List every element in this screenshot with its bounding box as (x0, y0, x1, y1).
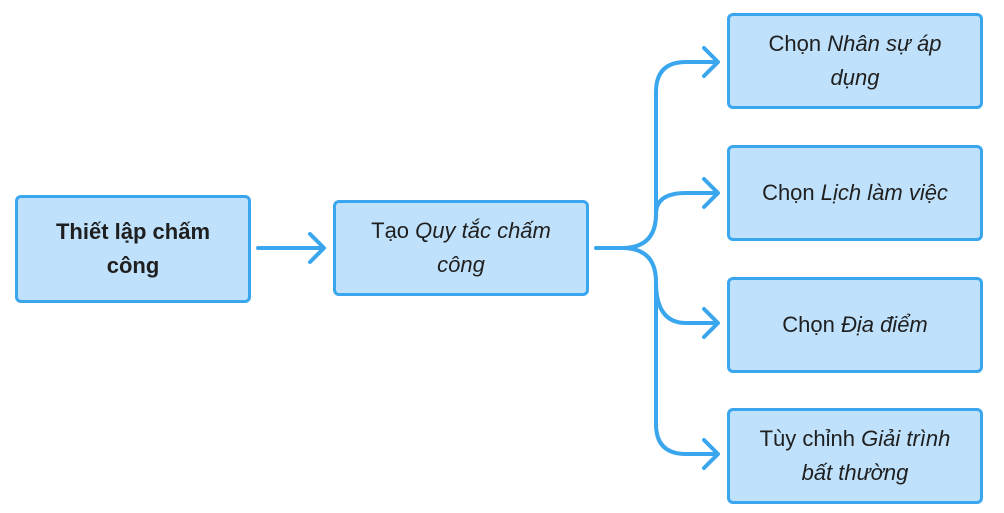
node-place-emph: Địa điểm (840, 311, 928, 337)
node-sched-emph: Lịch làm việc (820, 179, 948, 205)
node-rule-emph: Quy tắc chấm công (415, 217, 551, 277)
node-staff-prefix: Chọn (768, 30, 828, 56)
arrowhead-place (702, 307, 720, 339)
node-chon-dia-diem: Chọn Địa điểm (727, 277, 983, 373)
node-place-prefix: Chọn (782, 311, 841, 337)
node-rule-prefix: Tạo (371, 217, 416, 243)
node-chon-lich-lam-viec: Chọn Lịch làm việc (727, 145, 983, 241)
node-chon-nhan-su: Chọn Nhân sự áp dụng (727, 13, 983, 109)
node-thiet-lap-cham-cong: Thiết lập chấm công (15, 195, 251, 303)
branch-to-sched (654, 191, 718, 216)
node-staff-emph: Nhân sự áp dụng (827, 30, 942, 90)
arrowhead-staff (702, 46, 720, 78)
node-except-prefix: Tùy chỉnh (759, 425, 862, 451)
branch-to-place (654, 280, 718, 325)
node-sched-prefix: Chọn (762, 179, 821, 205)
node-tuy-chinh-giai-trinh: Tùy chỉnh Giải trình bất thường (727, 408, 983, 504)
arrowhead-sched (702, 177, 720, 209)
branch-curve-down (620, 246, 718, 456)
arrowhead-except (702, 438, 720, 470)
branch-curve-up (620, 60, 718, 250)
arrowhead-rule (308, 232, 326, 264)
node-except-emph: Giải trình bất thường (801, 425, 951, 485)
node-root-label: Thiết lập chấm công (55, 218, 211, 278)
node-tao-quy-tac: Tạo Quy tắc chấm công (333, 200, 589, 296)
